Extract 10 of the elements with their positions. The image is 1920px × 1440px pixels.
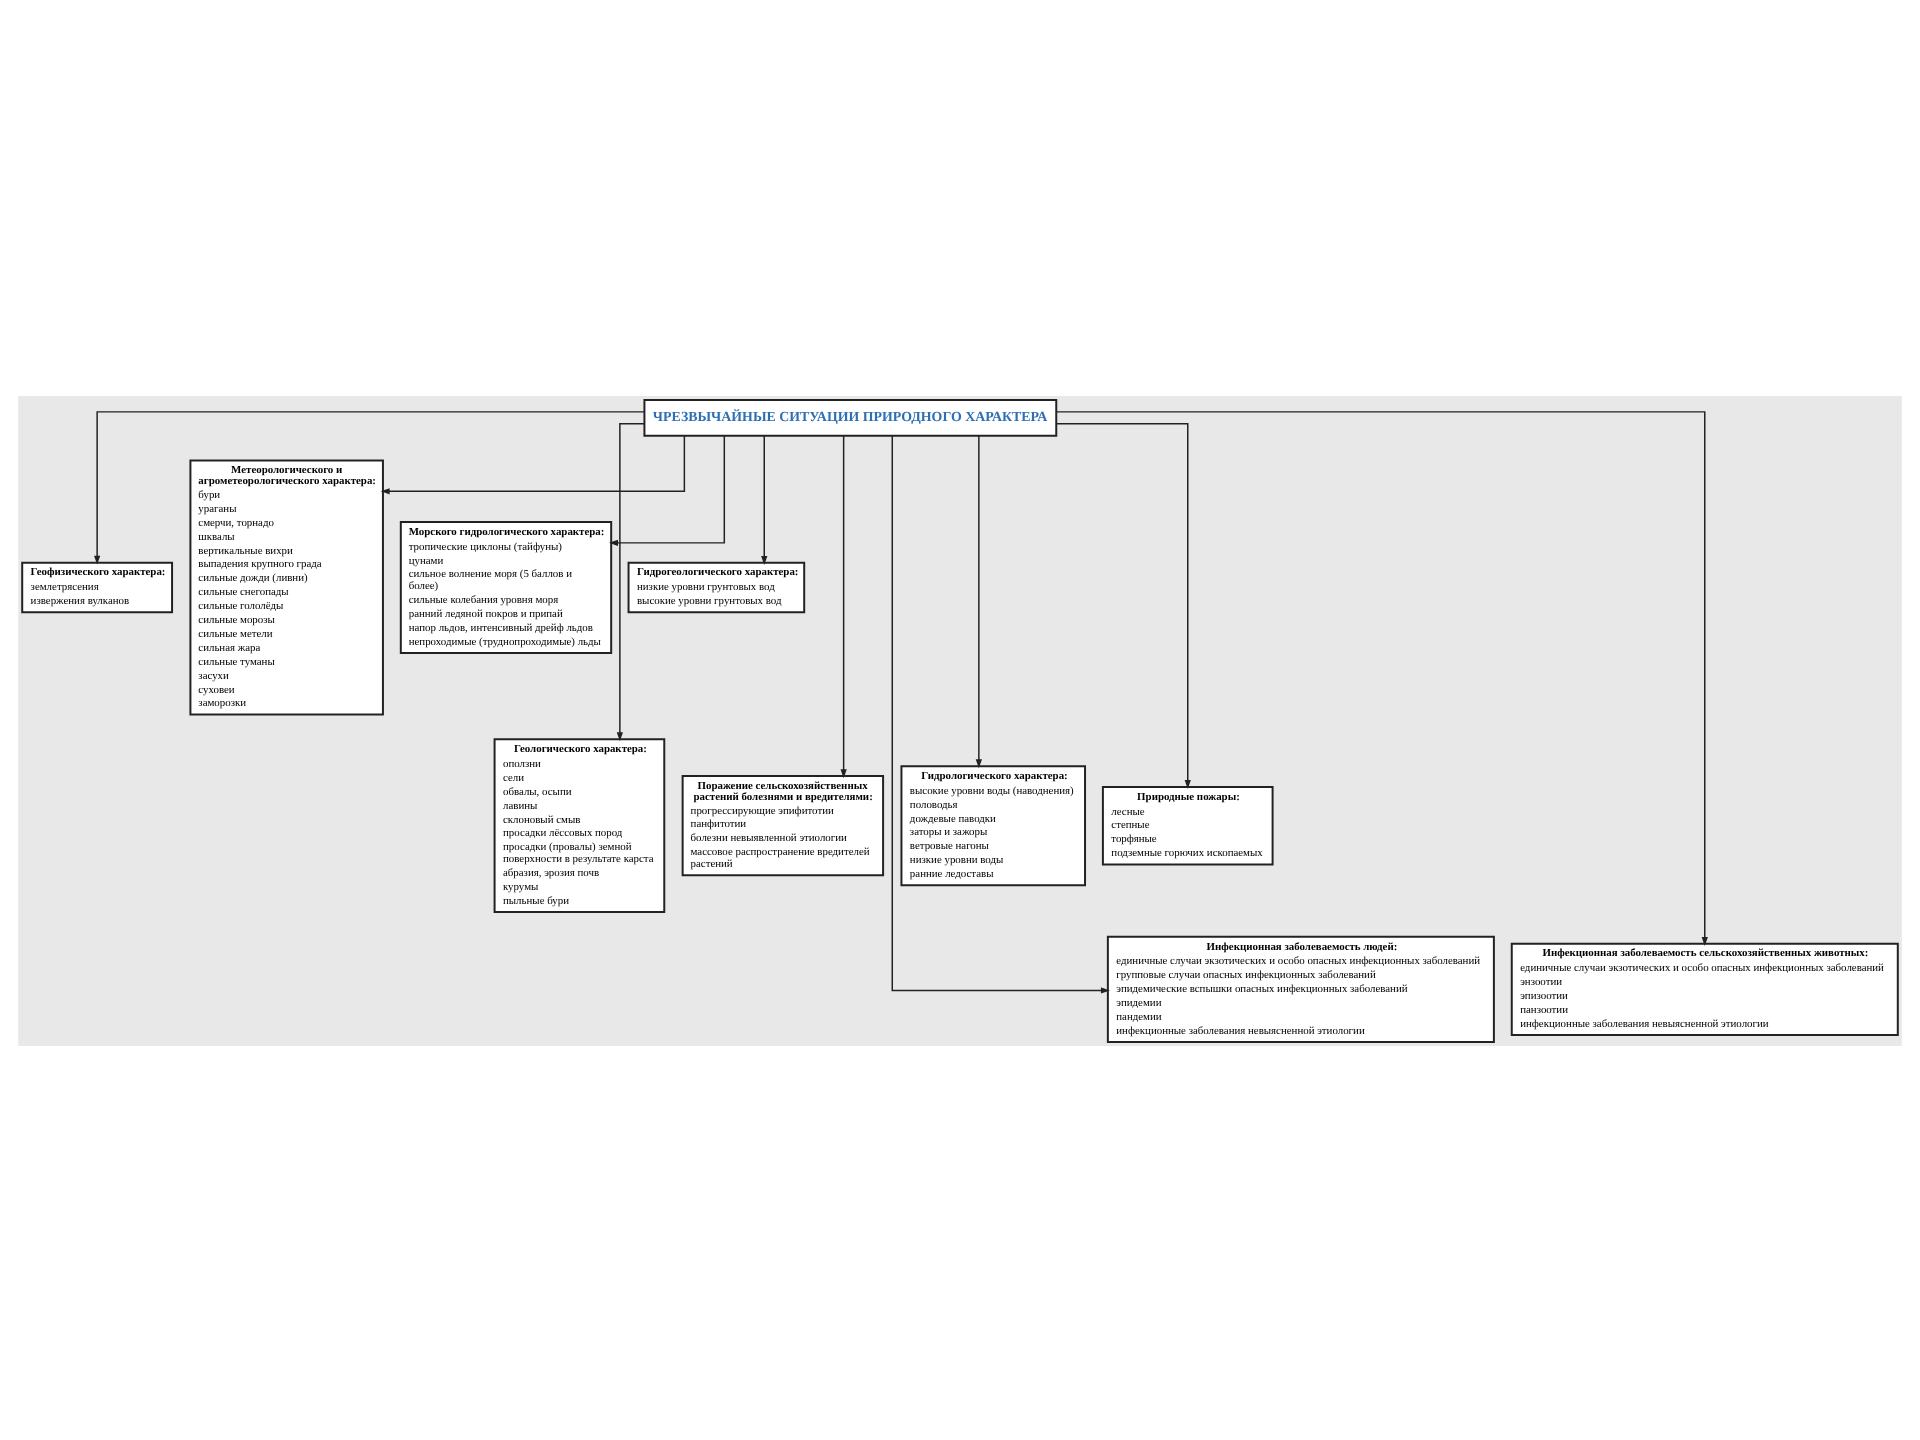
arrow	[891, 434, 1110, 993]
arrow	[609, 434, 726, 545]
arrow	[616, 422, 645, 741]
arrow	[380, 434, 686, 494]
arrow	[1055, 422, 1191, 789]
arrow	[94, 410, 646, 564]
arrow	[840, 434, 847, 778]
arrow	[1055, 410, 1708, 945]
arrow	[761, 434, 768, 564]
arrow	[975, 434, 982, 768]
